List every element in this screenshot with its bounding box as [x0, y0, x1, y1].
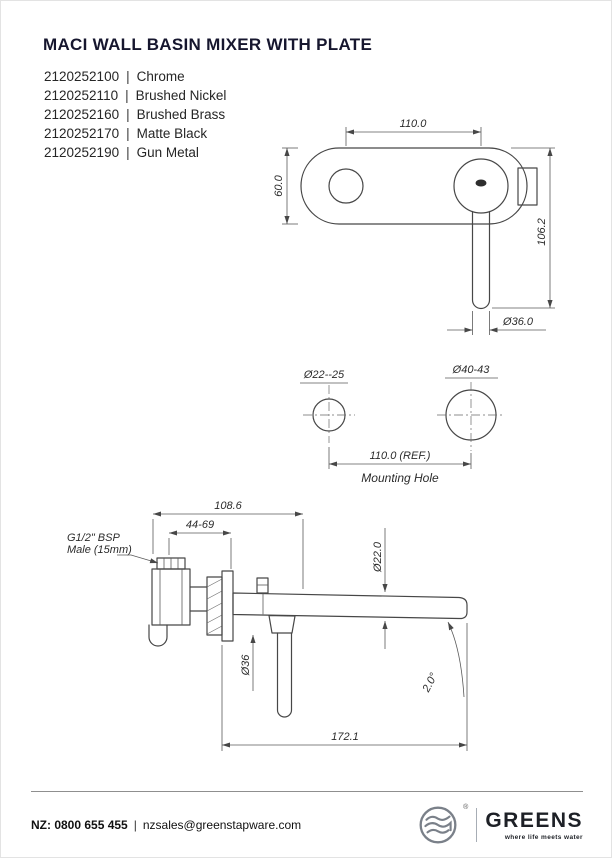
- product-code: 2120252190: [44, 145, 120, 160]
- product-code: 2120252170: [44, 126, 120, 141]
- product-code: 2120252110: [44, 88, 119, 103]
- mounting-hole-caption: Mounting Hole: [361, 471, 439, 485]
- contact-separator: |: [133, 818, 137, 832]
- adjust-range-dimension-label: 44-69: [186, 519, 214, 531]
- brand-divider: [476, 808, 478, 842]
- registered-mark: ®: [463, 804, 469, 811]
- code-separator: |: [126, 107, 130, 122]
- code-separator: |: [126, 69, 130, 84]
- spout-angle-dimension-label: 2.0°: [420, 671, 440, 695]
- front-handle-length-dimension-label: 106.2: [536, 218, 548, 246]
- product-code-row: 2120252100 | Chrome: [44, 67, 611, 86]
- reach-dimension-label: 172.1: [331, 731, 359, 743]
- inlet-thread-label-line2: Male (15mm): [67, 544, 132, 556]
- greens-logo-icon: [419, 806, 457, 844]
- depth-dimension-label: 108.6: [214, 500, 242, 512]
- product-code: 2120252100: [44, 69, 120, 84]
- front-handle-dia-dimension-label: Ø36.0: [502, 316, 534, 328]
- brand-name: GREENS: [485, 808, 583, 832]
- large-hole-dimension-label: Ø40-43: [452, 364, 491, 376]
- hole-spacing-dimension-label: 110.0 (REF.): [370, 450, 431, 462]
- product-code-row: 2120252160 | Brushed Brass: [44, 105, 611, 124]
- small-hole-dimension-label: Ø22--25: [303, 369, 345, 381]
- product-finish: Brushed Brass: [136, 107, 226, 122]
- product-finish: Chrome: [136, 69, 185, 84]
- code-separator: |: [125, 88, 129, 103]
- footer: NZ: 0800 655 455 | nzsales@greenstapware.c…: [31, 791, 583, 846]
- brand-tagline: where life meets water: [504, 833, 583, 841]
- brand-logo: ® GREENS where life meets water: [417, 804, 583, 846]
- email-address: nzsales@greenstapware.com: [142, 818, 302, 832]
- trim-dia-dimension-label: Ø36: [240, 654, 252, 677]
- side-view-drawing: 108.6 44-69 G1/2" BSP Male (15mm) Ø22.0 …: [67, 500, 468, 751]
- front-height-dimension-label: 60.0: [273, 174, 285, 196]
- code-separator: |: [126, 145, 130, 160]
- product-code-row: 2120252170 | Matte Black: [44, 124, 611, 143]
- product-code-list: 2120252100 | Chrome 2120252110 | Brushed Nic…: [44, 67, 611, 162]
- mounting-hole-drawing: Ø22--25 Ø40-43 110.0 (REF.) Mounting Hol…: [300, 364, 505, 485]
- product-finish: Matte Black: [136, 126, 208, 141]
- code-separator: |: [126, 126, 130, 141]
- brand-text: GREENS where life meets water: [485, 808, 583, 841]
- contact-info: NZ: 0800 655 455 | nzsales@greenstapware.c…: [31, 818, 301, 832]
- front-width-dimension-label: 110.0: [400, 118, 428, 130]
- phone-number: NZ: 0800 655 455: [31, 818, 128, 832]
- product-code-row: 2120252110 | Brushed Nickel: [44, 86, 611, 105]
- inlet-thread-label-line1: G1/2" BSP: [67, 532, 120, 544]
- product-code-row: 2120252190 | Gun Metal: [44, 143, 611, 162]
- spout-dia-dimension-label: Ø22.0: [372, 541, 384, 573]
- front-view-drawing: 110.0 60.0 106.2 Ø36.0: [273, 118, 555, 335]
- page-title: MACI WALL BASIN MIXER WITH PLATE: [43, 35, 373, 54]
- product-finish: Gun Metal: [136, 145, 199, 160]
- product-code: 2120252160: [44, 107, 120, 122]
- product-finish: Brushed Nickel: [135, 88, 227, 103]
